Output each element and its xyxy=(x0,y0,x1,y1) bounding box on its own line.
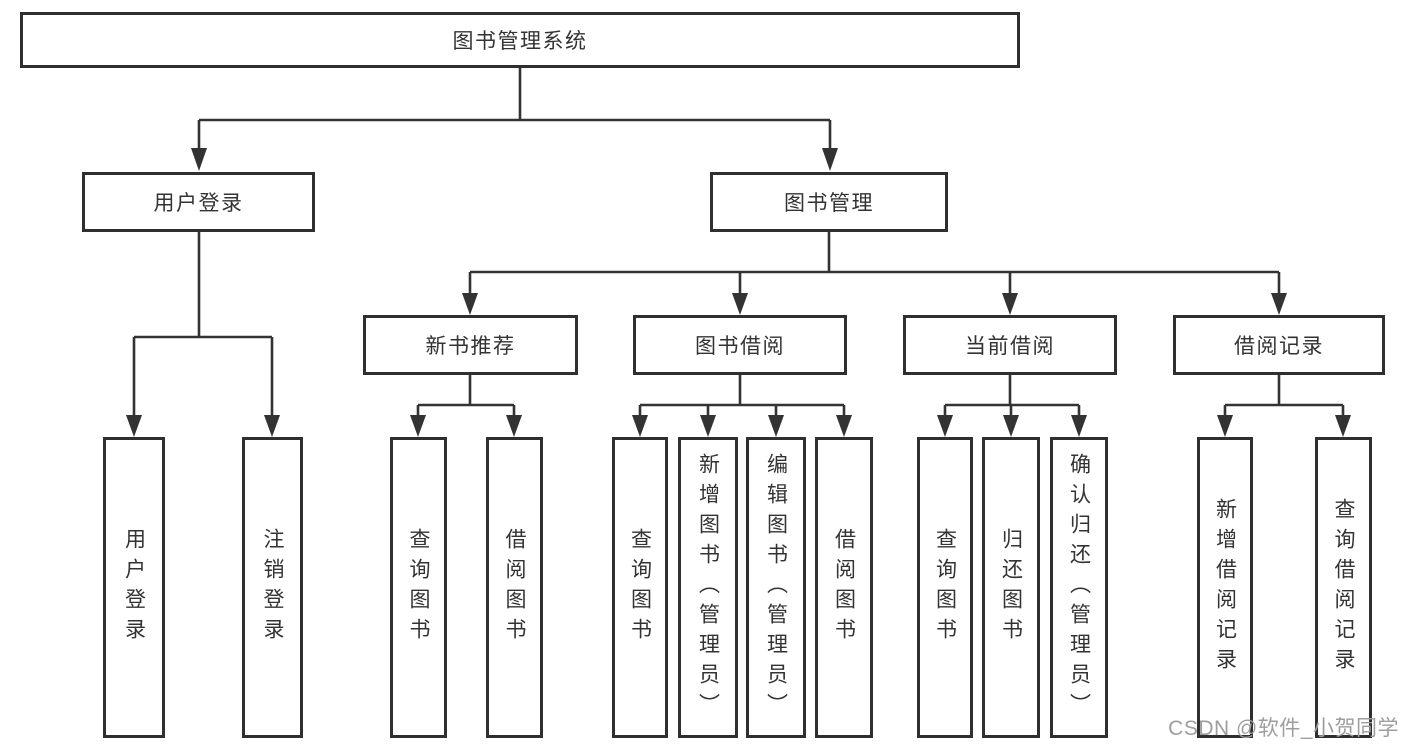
node-leaf-query-borrow-record-label: 查询借阅记录 xyxy=(1332,497,1355,678)
arrowhead-icon xyxy=(1071,415,1087,437)
node-book-borrowing: 图书借阅 xyxy=(633,315,847,375)
node-leaf-user-login: 用户登录 xyxy=(103,437,165,738)
node-leaf-query-books-1-label: 查询图书 xyxy=(407,527,430,648)
arrowhead-icon xyxy=(462,293,478,315)
node-user-login-label: 用户登录 xyxy=(153,192,244,215)
node-leaf-return-book-label: 归还图书 xyxy=(999,527,1023,648)
node-book-mgmt-label: 图书管理 xyxy=(784,192,874,215)
connector-book-mgmt-to-level3 xyxy=(462,232,1287,315)
node-current-borrowing: 当前借阅 xyxy=(903,315,1117,375)
arrowhead-icon xyxy=(700,415,716,437)
arrowhead-icon xyxy=(1003,415,1019,437)
node-book-mgmt: 图书管理 xyxy=(710,172,948,232)
node-leaf-logout: 注销登录 xyxy=(242,437,303,738)
arrowhead-icon xyxy=(506,415,522,437)
node-user-login: 用户登录 xyxy=(82,172,315,232)
node-new-book-rec: 新书推荐 xyxy=(363,315,578,375)
arrowhead-icon xyxy=(822,148,838,171)
connector-user-login-to-leaves xyxy=(126,232,280,437)
arrowhead-icon xyxy=(768,415,784,437)
arrowhead-icon xyxy=(632,415,648,437)
node-root-label: 图书管理系统 xyxy=(452,30,588,53)
node-new-book-rec-label: 新书推荐 xyxy=(425,335,516,358)
node-leaf-add-book-admin-label: 新增图书（管理员） xyxy=(696,452,720,723)
node-leaf-return-book: 归还图书 xyxy=(982,437,1040,738)
node-leaf-query-books-2-label: 查询图书 xyxy=(628,527,652,648)
node-current-borrowing-label: 当前借阅 xyxy=(965,335,1055,358)
node-leaf-add-borrow-record-label: 新增借阅记录 xyxy=(1213,497,1237,678)
node-leaf-query-books-3-label: 查询图书 xyxy=(933,527,957,648)
arrowhead-icon xyxy=(1002,293,1018,315)
connector-new-book-rec-to-leaves xyxy=(410,375,522,437)
node-book-borrowing-label: 图书借阅 xyxy=(695,335,785,358)
connector-current-borrowing-to-leaves xyxy=(937,375,1087,437)
node-leaf-logout-label: 注销登录 xyxy=(261,527,284,648)
arrowhead-icon xyxy=(732,293,748,315)
connector-root-to-level2 xyxy=(191,68,838,171)
arrowhead-icon xyxy=(410,415,426,437)
node-leaf-borrow-books-2: 借阅图书 xyxy=(815,437,873,738)
node-leaf-confirm-return-admin-label: 确认归还（管理员） xyxy=(1067,452,1091,723)
node-leaf-query-books-3: 查询图书 xyxy=(917,437,973,738)
node-leaf-query-books-1: 查询图书 xyxy=(390,437,447,738)
node-leaf-user-login-label: 用户登录 xyxy=(122,527,146,648)
node-leaf-borrow-books-1: 借阅图书 xyxy=(486,437,543,738)
connector-borrowing-records-to-leaves xyxy=(1217,375,1351,437)
node-leaf-add-book-admin: 新增图书（管理员） xyxy=(678,437,738,738)
arrowhead-icon xyxy=(1271,293,1287,315)
node-leaf-edit-book-admin: 编辑图书（管理员） xyxy=(746,437,806,738)
arrowhead-icon xyxy=(191,148,207,171)
arrowhead-icon xyxy=(1335,415,1351,437)
arrowhead-icon xyxy=(836,415,852,437)
node-leaf-query-books-2: 查询图书 xyxy=(612,437,668,738)
node-leaf-borrow-books-2-label: 借阅图书 xyxy=(832,527,856,648)
node-leaf-confirm-return-admin: 确认归还（管理员） xyxy=(1050,437,1108,738)
node-leaf-borrow-books-1-label: 借阅图书 xyxy=(503,527,526,648)
node-leaf-query-borrow-record: 查询借阅记录 xyxy=(1315,437,1372,738)
arrowhead-icon xyxy=(126,415,142,437)
connector-book-borrowing-to-leaves xyxy=(632,375,852,437)
arrowhead-icon xyxy=(1217,415,1233,437)
node-leaf-add-borrow-record: 新增借阅记录 xyxy=(1197,437,1253,738)
node-borrowing-records: 借阅记录 xyxy=(1173,315,1385,375)
arrowhead-icon xyxy=(937,415,953,437)
node-root: 图书管理系统 xyxy=(20,12,1020,68)
arrowhead-icon xyxy=(264,415,280,437)
node-leaf-edit-book-admin-label: 编辑图书（管理员） xyxy=(764,452,788,723)
node-borrowing-records-label: 借阅记录 xyxy=(1234,335,1324,358)
